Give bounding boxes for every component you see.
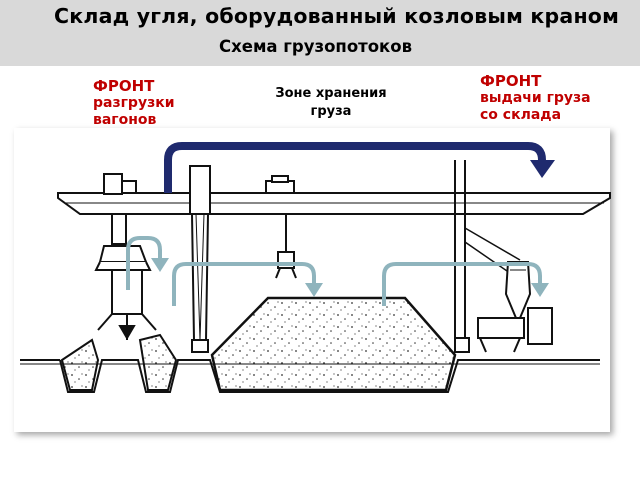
crane-beam bbox=[57, 192, 611, 215]
header-bar: Склад угля, оборудованный козловым крано… bbox=[0, 0, 640, 66]
storage-zone-line2: груза bbox=[310, 104, 352, 119]
dispatch-front-label: ФРОНТ выдачи груза со склада bbox=[480, 73, 591, 124]
coal-pile bbox=[210, 296, 457, 392]
unloading-front-line2: разгрузки bbox=[93, 95, 175, 111]
unloading-flow-arrow bbox=[126, 236, 169, 290]
dispatch-front-line3: со склада bbox=[480, 107, 562, 123]
slide-title: Склад угля, оборудованный козловым крано… bbox=[54, 4, 620, 28]
slide-subtitle: Схема грузопотоков bbox=[219, 37, 413, 56]
storage-flow-arrow bbox=[172, 262, 323, 306]
crane-transfer-arrow bbox=[164, 142, 555, 193]
storage-zone-label: Зоне хранения груза bbox=[256, 85, 406, 121]
unloading-front-line3: вагонов bbox=[93, 112, 157, 128]
unloading-front-label: ФРОНТ разгрузки вагонов bbox=[93, 78, 175, 129]
dispatch-front-title: ФРОНТ bbox=[480, 72, 542, 90]
crane-tower bbox=[189, 165, 211, 353]
crane-right-leg bbox=[454, 160, 553, 353]
unloading-front-title: ФРОНТ bbox=[93, 77, 155, 95]
storage-zone-line1: Зоне хранения bbox=[275, 86, 387, 101]
dispatch-front-line2: выдачи груза bbox=[480, 90, 591, 106]
wagon-pits bbox=[20, 333, 600, 393]
crane-left-leg bbox=[94, 173, 157, 340]
dispatch-flow-arrow bbox=[382, 262, 549, 306]
